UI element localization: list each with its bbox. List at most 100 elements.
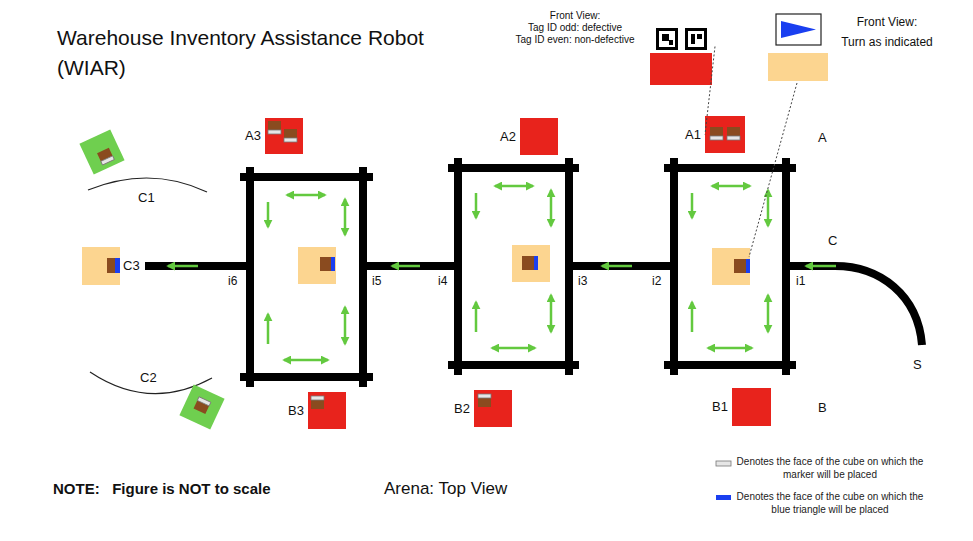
label: i3 (578, 274, 587, 289)
red-square-front (650, 53, 712, 85)
label: i5 (372, 274, 381, 289)
yellow-square (512, 245, 550, 282)
tag-front-view (650, 28, 712, 85)
cube (478, 394, 491, 407)
track-segment (240, 173, 373, 181)
callout-text: Front View:Turn as indicated (833, 12, 941, 52)
station-label: B3 (288, 403, 304, 419)
track (145, 158, 922, 387)
fiducial-tag (691, 34, 695, 44)
red-square (732, 388, 771, 426)
station-box: A1 (705, 116, 745, 153)
direction-arrow (712, 185, 750, 188)
marker-face (268, 130, 281, 134)
red-square (308, 392, 346, 429)
label: C (828, 233, 837, 249)
callout-line: Front View: (833, 12, 941, 32)
blue-triangle (781, 21, 816, 38)
marker-face (478, 394, 491, 398)
callout-text: Front View:Tag ID odd: defectiveTag ID e… (505, 10, 645, 46)
label: C1 (138, 190, 155, 206)
station-label: C3 (123, 258, 140, 274)
label: i4 (438, 274, 447, 289)
direction-arrow (495, 185, 533, 188)
fiducial-tag (656, 28, 678, 50)
yellow-square (712, 248, 750, 285)
fiducial-tag (669, 40, 673, 45)
station-box: B2 (474, 390, 512, 427)
direction-arrow (691, 193, 694, 218)
direction-arrow (287, 194, 325, 197)
direction-arrow (708, 347, 752, 350)
direction-arrow (492, 347, 535, 350)
track-segment (569, 262, 674, 270)
marker-face (284, 138, 297, 142)
cube (97, 148, 114, 165)
cube (734, 259, 746, 273)
callout-turn: Front View:Turn as indicated (765, 9, 941, 82)
label: S (913, 357, 922, 373)
direction-arrow (602, 265, 632, 268)
cubes (268, 121, 740, 409)
cube (284, 129, 297, 142)
station-box: B1 (732, 388, 771, 426)
cube (710, 127, 723, 140)
blue-face (331, 257, 335, 271)
green-square (179, 384, 224, 429)
direction-arrow (267, 202, 270, 227)
marker-face (101, 156, 114, 165)
cube (311, 396, 324, 409)
cube (320, 257, 331, 271)
direction-arrow (168, 265, 198, 268)
fiducial-tag (688, 31, 704, 47)
cube (268, 121, 281, 134)
label: i6 (228, 274, 237, 289)
red-square (520, 118, 558, 155)
station-box: A3 (265, 118, 303, 154)
marker-face (311, 396, 324, 400)
station-label: A2 (500, 129, 516, 145)
track-curve (786, 266, 922, 345)
station-box: A2 (520, 118, 558, 155)
legend-text: Denotes the face of the cube on which th… (733, 455, 927, 481)
direction-arrow (550, 295, 553, 332)
cube (522, 256, 534, 270)
red-square (705, 116, 745, 153)
track-segment (664, 164, 796, 172)
fiducial-tag (662, 34, 669, 41)
direction-arrow (550, 190, 553, 226)
direction-arrow (767, 295, 770, 332)
green-square (79, 129, 124, 174)
track-segment (664, 361, 796, 369)
red-squares (265, 116, 771, 429)
callout-line: Tag ID even: non-defective (505, 34, 645, 46)
turn-front-view (768, 14, 828, 81)
legend-sample (716, 461, 731, 466)
cube (107, 258, 115, 273)
track-segment (363, 262, 458, 270)
fiducial-tag (659, 31, 675, 47)
track-segment (246, 167, 254, 387)
blue-face (746, 259, 750, 273)
direction-arrow (392, 265, 420, 268)
green-square (179, 384, 224, 429)
fiducial-tag (697, 34, 702, 39)
station-label: B2 (454, 401, 470, 417)
blue-face (534, 256, 538, 270)
yellow-square-front (768, 53, 828, 81)
direction-arrow (806, 265, 836, 268)
station-label: A3 (245, 128, 261, 144)
fiducial-tag (685, 28, 707, 50)
direction-arrow (475, 193, 478, 218)
yellow-square (82, 247, 120, 285)
track-segment (240, 373, 373, 381)
direction-arrow (344, 307, 347, 344)
direction-arrow (691, 302, 694, 332)
track-segment (359, 167, 367, 387)
label: NOTE: Figure is NOT to scale (53, 480, 271, 498)
turn-squares (82, 245, 750, 285)
legend-swatch (716, 495, 731, 500)
callout-line: Turn as indicated (833, 32, 941, 52)
